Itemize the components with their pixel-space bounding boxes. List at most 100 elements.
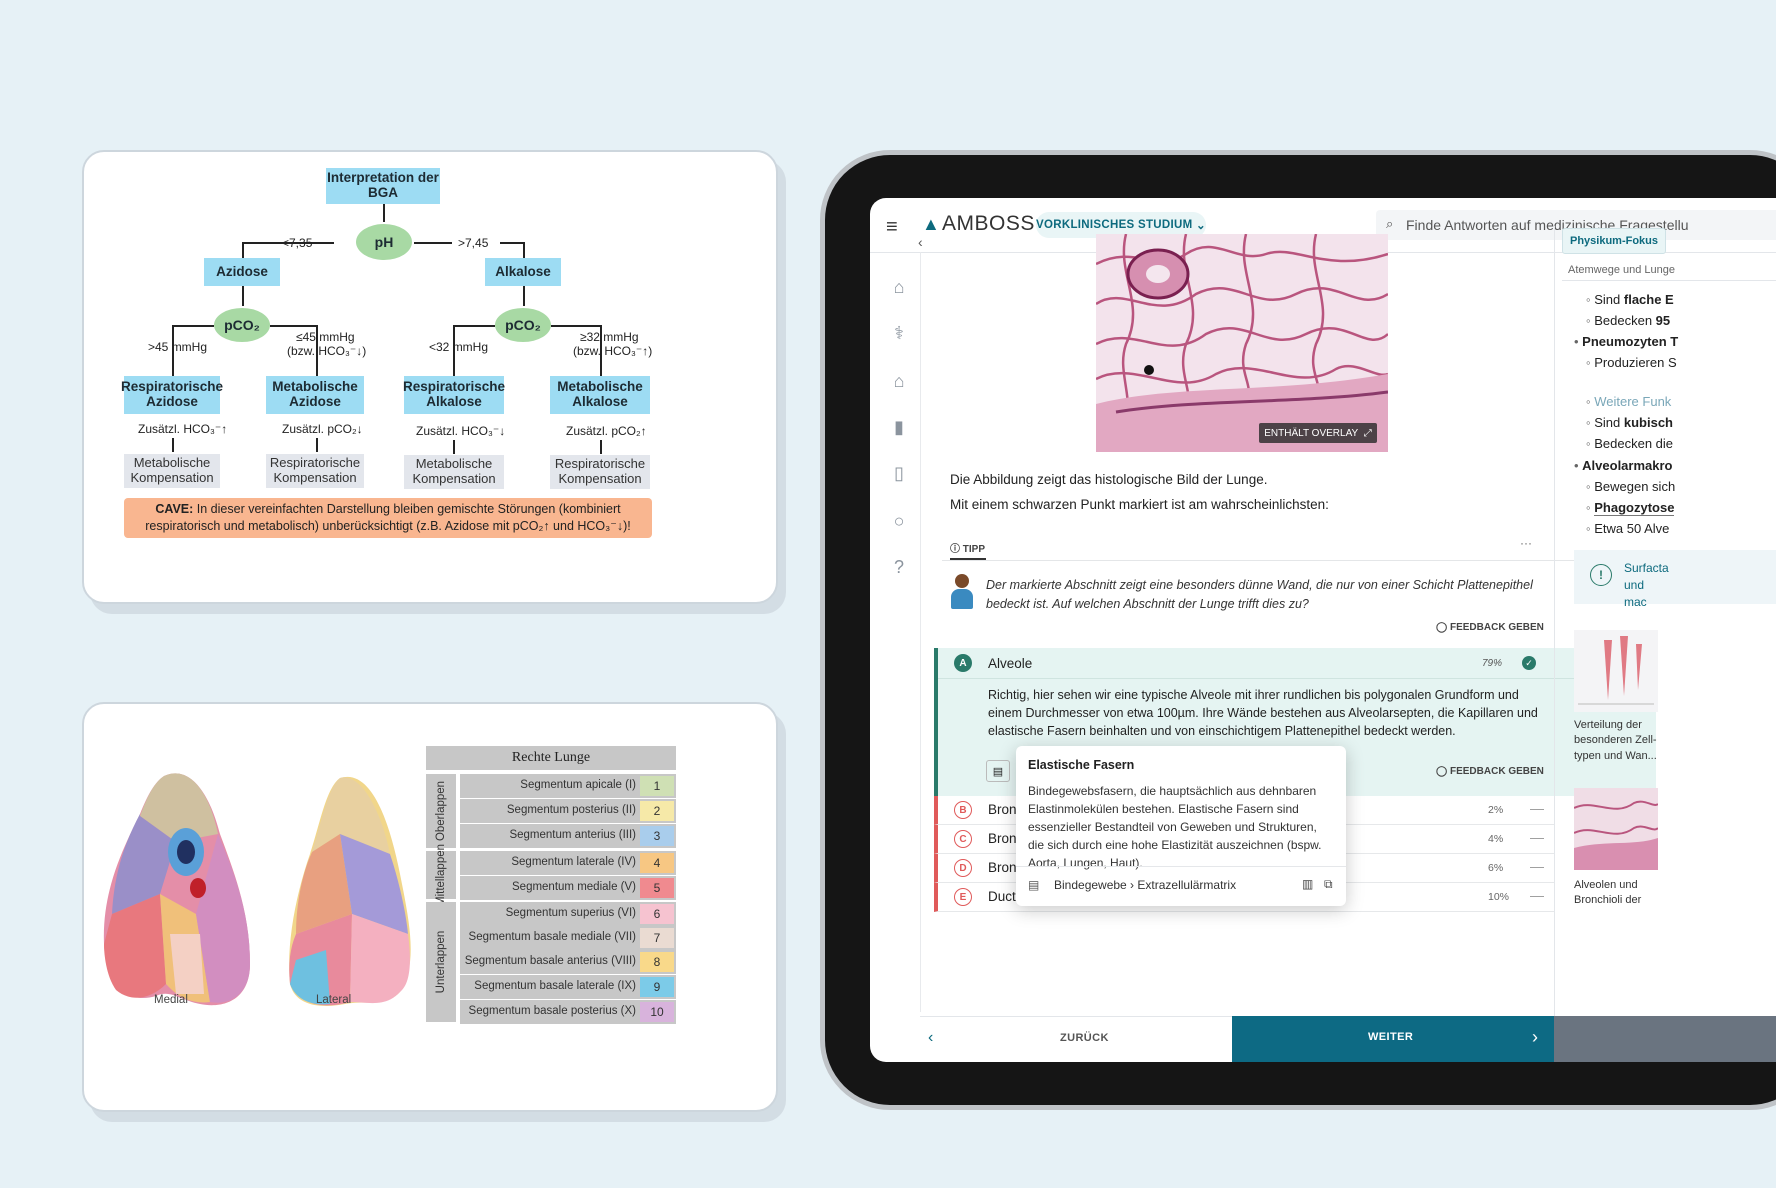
info-icon: ! [1590, 564, 1612, 586]
tooltip-divider [1016, 866, 1346, 867]
lobe-oberlappen: Oberlappen [426, 774, 456, 848]
segment-number: 2 [640, 801, 674, 821]
feedback-button-2[interactable]: ◯ FEEDBACK GEBEN [1436, 766, 1544, 777]
bullet: • [1574, 334, 1583, 349]
right-list-item[interactable]: • Pneumozyten T [1574, 334, 1678, 349]
stethoscope-icon[interactable]: ⚕ [894, 322, 904, 343]
segment-number: 8 [640, 952, 674, 972]
mode-dropdown[interactable]: VORKLINISCHES STUDIUM ⌄ [1036, 212, 1206, 238]
home-icon[interactable]: ⌂ [893, 276, 905, 297]
bullet: ◦ [1586, 415, 1595, 430]
lobe-unterlappen: Unterlappen [426, 902, 456, 1022]
overlay-badge[interactable]: ENTHÄLT OVERLAY ⤢ [1259, 423, 1377, 443]
bullet: ◦ [1586, 479, 1595, 494]
right-list-item[interactable]: ◦ Bedecken die [1586, 436, 1673, 451]
segment-row: Segmentum basale laterale (IX)9 [460, 975, 676, 999]
open-new-icon[interactable]: ⧉ [1324, 877, 1333, 891]
bar-chart-icon[interactable]: ▮ [894, 416, 904, 437]
right-list-item[interactable]: ◦ Weitere Funk [1586, 394, 1671, 409]
lung-label-medial: Medial [154, 994, 188, 1006]
question-text-1: Die Abbildung zeigt das histologische Bi… [950, 472, 1268, 487]
segment-row: Segmentum laterale (IV)4 [460, 851, 676, 875]
bullet: ◦ [1586, 313, 1595, 328]
tooltip-link[interactable]: Bindegewebe › Extrazellulärmatrix [1054, 878, 1237, 892]
menu-icon[interactable]: ≡ [886, 216, 898, 238]
right-list-item[interactable]: • Alveolarmakro [1574, 458, 1673, 473]
answer-letter: B [954, 801, 972, 819]
segment-row: Segmentum anterius (III)3 [460, 824, 676, 848]
bga-flowchart-card: Interpretation der BGA pH <7,35 >7,45 Az… [82, 150, 778, 604]
graduation-cap-icon[interactable]: ⌂ [893, 370, 905, 391]
right-list-item[interactable]: ◦ Bedecken 95 [1586, 313, 1670, 328]
physikum-fokus-pill[interactable]: Physikum-Fokus [1562, 228, 1666, 254]
right-list-item[interactable]: ◦ Bewegen sich [1586, 479, 1675, 494]
more-options-icon[interactable]: ··· [1520, 536, 1532, 550]
segment-number: 3 [640, 826, 674, 846]
lung-segments-card: Medial Lateral Rechte Lunge Oberlappen M… [82, 702, 778, 1112]
thumbnail-1[interactable] [1574, 630, 1658, 712]
feedback-button-1[interactable]: ◯ FEEDBACK GEBEN [1436, 622, 1544, 633]
flow-al-right2: (bzw. HCO₃⁻↑) [573, 344, 653, 358]
segment-table-title: Rechte Lunge [426, 746, 676, 770]
thumbnail-1-caption: Verteilung der besonderen Zell-typen und… [1574, 719, 1657, 762]
answer-a-pct: 79% [1482, 658, 1503, 669]
answer-dash: — [1530, 887, 1544, 903]
answer-text: Duct [988, 889, 1016, 904]
tab-tipp[interactable]: ⓘ TIPP [950, 544, 986, 555]
book-icon[interactable]: ▯ [894, 462, 904, 483]
tab-divider [942, 560, 1642, 561]
right-item-text: Bewegen sich [1594, 479, 1676, 494]
right-item-strong: flache E [1623, 292, 1674, 307]
answer-text: Bronc [988, 831, 1024, 846]
segment-number: 7 [640, 928, 674, 948]
hint-text: Der markierte Abschnitt zeigt eine beson… [986, 578, 1533, 611]
right-item-text: Bedecken die [1594, 436, 1674, 451]
collapse-chevron-icon[interactable]: ‹ [918, 234, 923, 250]
right-item-strong: Phagozytose [1594, 500, 1675, 516]
search-icon: ⌕ [1386, 216, 1394, 231]
help-icon[interactable]: ? [893, 556, 904, 577]
right-list-item[interactable]: ◦ Sind kubisch [1586, 415, 1673, 430]
segment-row: Segmentum superius (VI)6 [460, 902, 676, 926]
notes-icon[interactable]: ▤ [986, 760, 1010, 782]
flow-al-left: <32 mmHg [429, 340, 489, 354]
right-item-strong: 95 [1655, 313, 1671, 328]
answer-pct: 10% [1488, 891, 1510, 903]
bullet: ◦ [1586, 436, 1595, 451]
split-view-icon[interactable]: ▥ [1302, 877, 1314, 891]
right-item-text: Etwa 50 Alve [1594, 521, 1670, 536]
thumbnail-2[interactable] [1574, 788, 1658, 870]
next-button[interactable]: WEITER › [1232, 1016, 1554, 1062]
right-list-item[interactable]: ◦ Produzieren S [1586, 355, 1677, 370]
right-note-text[interactable]: Surfacta und mac [1624, 561, 1669, 609]
amboss-app-screen: ≡ ▲ AMBOSS VORKLINISCHES STUDIUM ⌄ ⌕ Fin… [870, 198, 1776, 1062]
flow-pco2-right: pCO₂ [495, 308, 551, 342]
right-item-strong: kubisch [1623, 415, 1673, 430]
definition-tooltip: Elastische Fasern Bindegewebsfasern, die… [1016, 746, 1346, 906]
user-icon[interactable]: ○ [893, 510, 905, 531]
bullet: • [1574, 458, 1583, 473]
right-list-item[interactable]: ◦ Etwa 50 Alve [1586, 521, 1669, 536]
flow-z2: Zusätzl. pCO₂↓ [282, 422, 363, 436]
back-label: ZURÜCK [1060, 1032, 1109, 1044]
article-icon: ▤ [1028, 878, 1040, 892]
right-breadcrumb[interactable]: Atemwege und Lunge [1568, 264, 1676, 276]
flow-az-left: >45 mmHg [148, 340, 208, 354]
histology-image[interactable] [1096, 234, 1388, 452]
right-item-text: Bedecken [1594, 313, 1656, 328]
bullet: ◦ [1586, 292, 1595, 307]
back-button[interactable]: ‹ ZURÜCK [920, 1016, 1232, 1062]
right-list-item[interactable]: ◦ Sind flache E [1586, 292, 1674, 307]
answer-letter: C [954, 830, 972, 848]
flow-k4: Respiratorische Kompensation [550, 455, 650, 489]
right-list-item[interactable]: ◦ Phagozytose [1586, 500, 1675, 516]
right-item-text: Sind [1594, 415, 1624, 430]
right-item-text: Weitere Funk [1594, 394, 1672, 409]
brand-name: AMBOSS [942, 212, 1035, 235]
flow-met-azidose: Metabolische Azidose [266, 376, 364, 414]
question-text-2: Mit einem schwarzen Punkt markiert ist a… [950, 497, 1329, 512]
answer-a-text: Alveole [988, 656, 1033, 671]
right-item-text: Sind [1594, 292, 1624, 307]
segment-number: 4 [640, 853, 674, 873]
